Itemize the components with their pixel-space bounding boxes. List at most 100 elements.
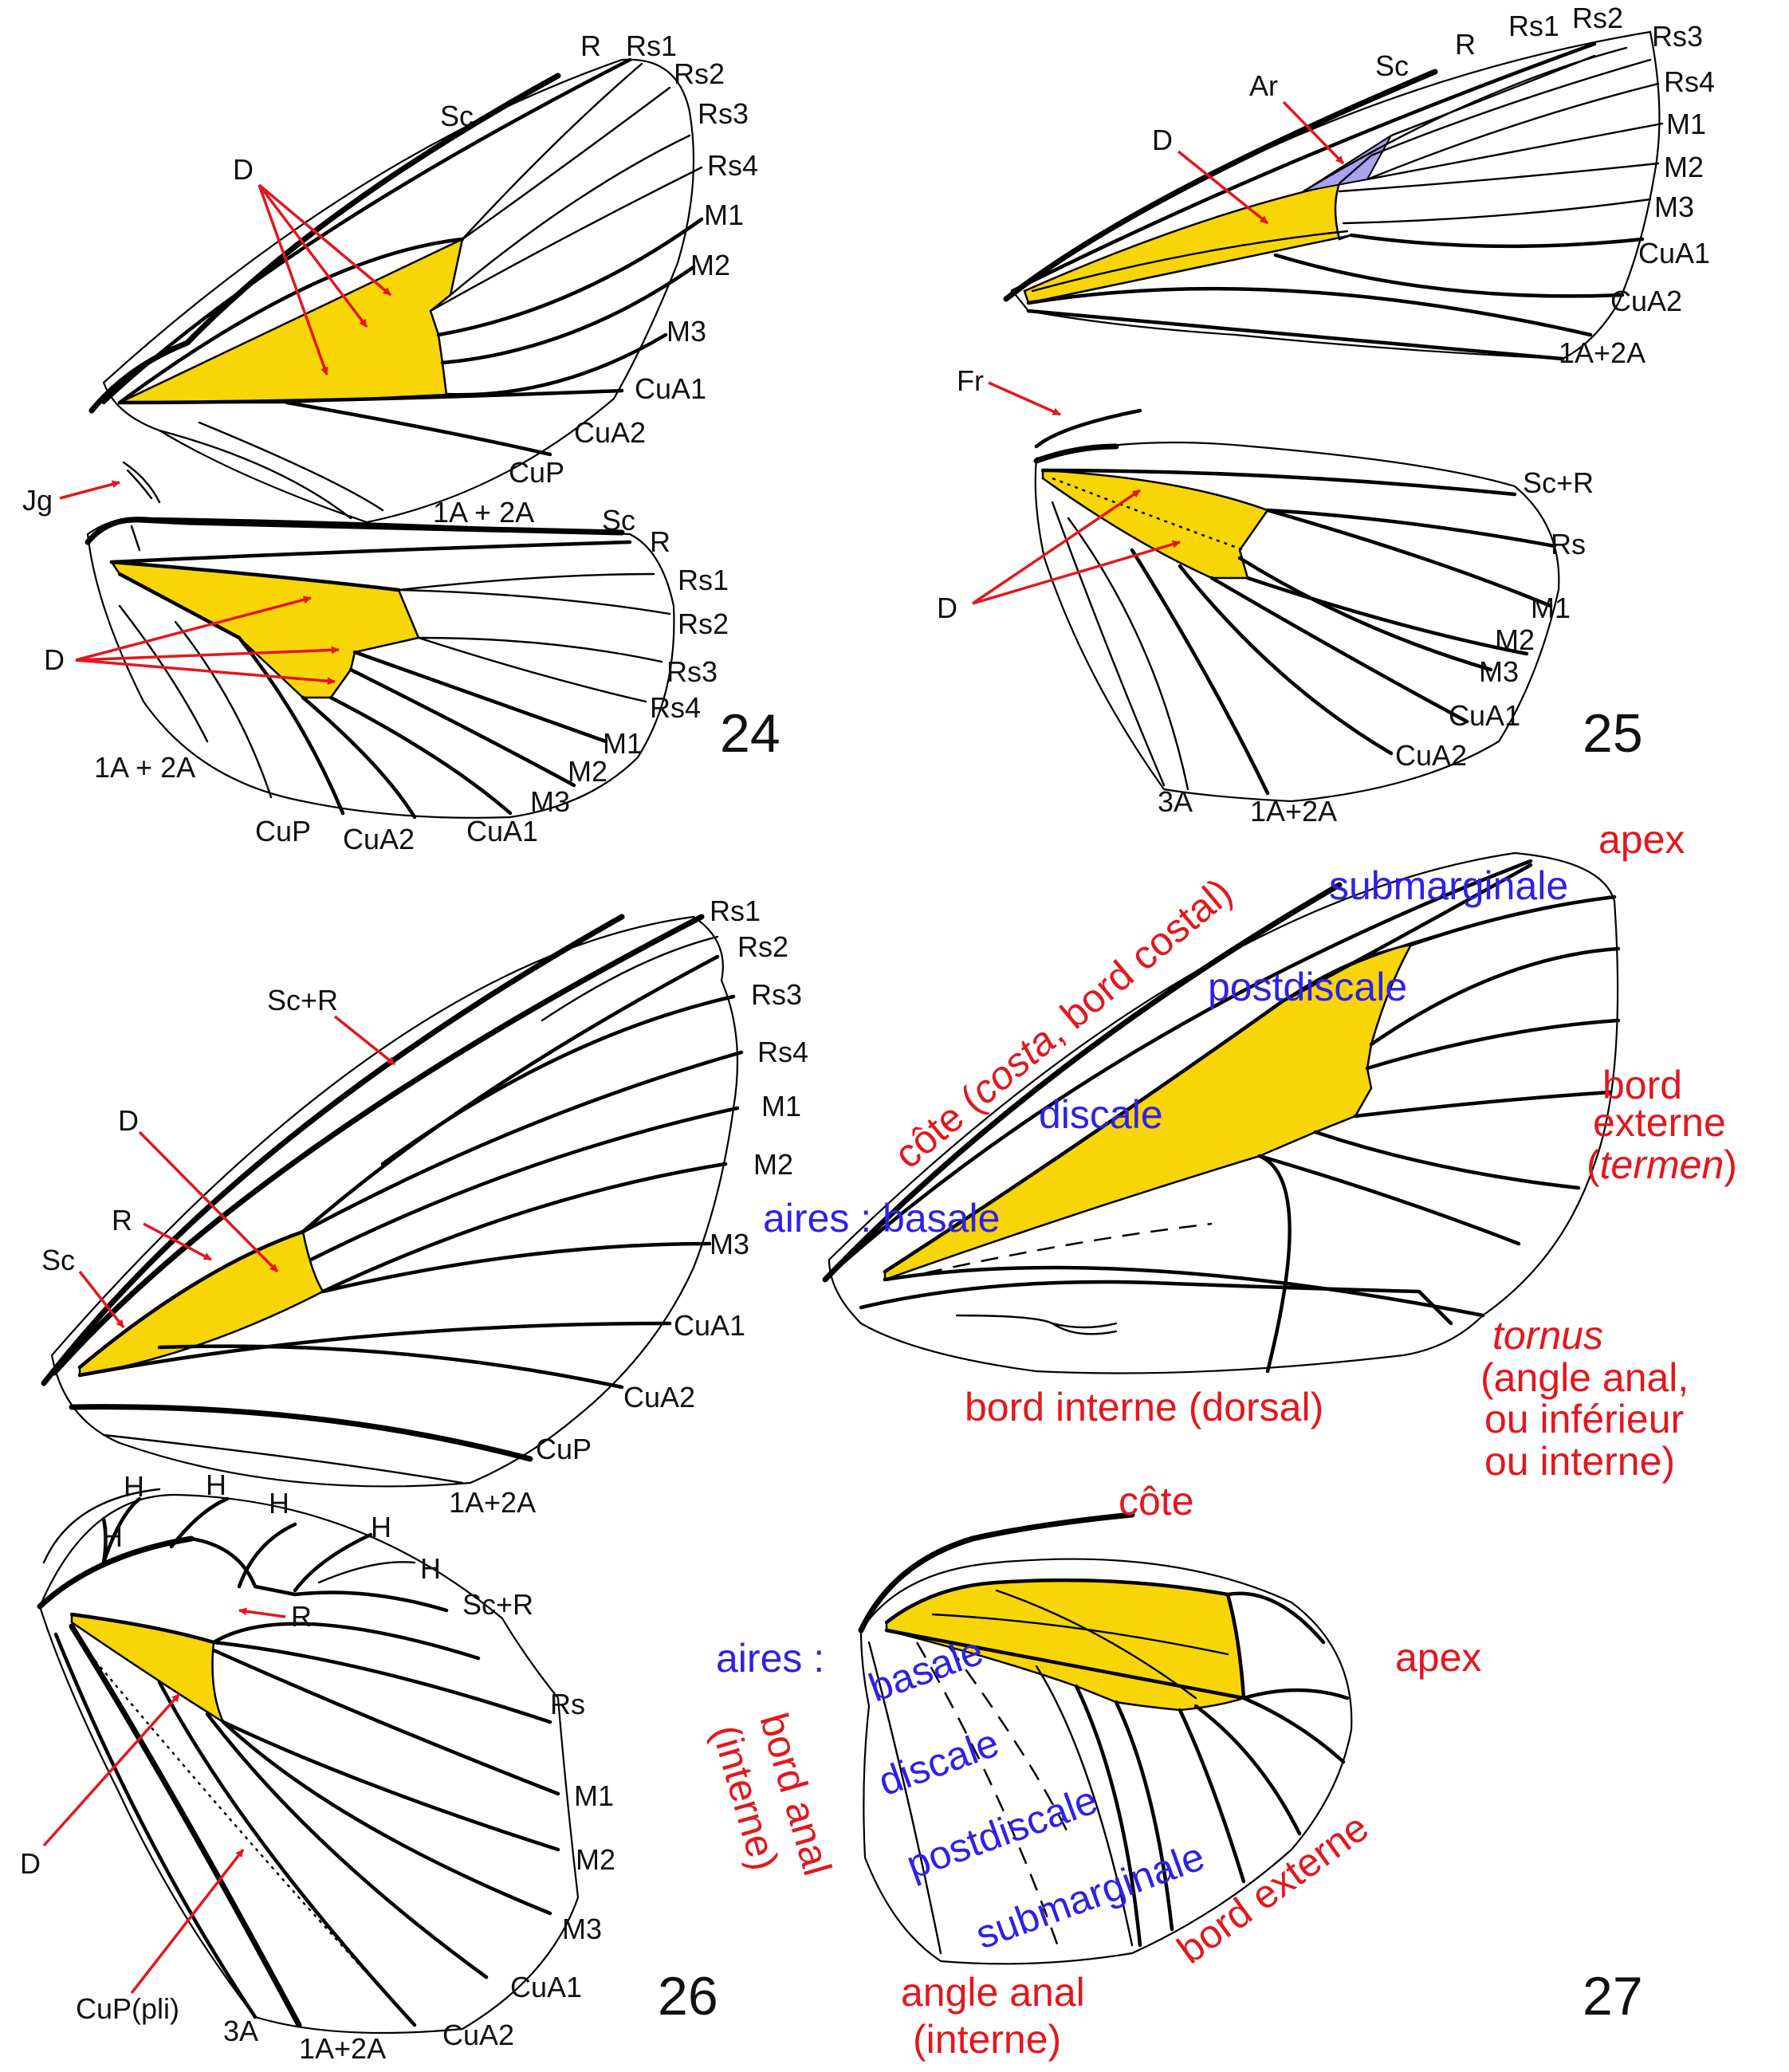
fig25-arrow-hd2	[972, 540, 1181, 605]
fig24-arrow-d3	[258, 184, 328, 375]
fig25-arrow-d	[1177, 150, 1269, 225]
fig24-h-label-m3: M3	[530, 785, 570, 818]
fig26-label-d: D	[118, 1104, 139, 1137]
fig24-hind-outline	[86, 517, 675, 819]
fig27-h-label-aires: aires :	[716, 1636, 824, 1681]
fig26-label-h1: H	[124, 1470, 144, 1503]
fig26-fore-outline	[50, 915, 739, 1488]
fig24-label-m3: M3	[666, 315, 706, 348]
fig25-h-label-1a2a: 1A+2A	[1250, 795, 1337, 828]
fig26-label-m1: M1	[761, 1090, 801, 1122]
fig26-label-h4: H	[102, 1520, 123, 1553]
fig27-label-angle-1: (angle anal,	[1480, 1355, 1689, 1400]
fig26-label-sc: Sc	[41, 1244, 75, 1276]
fig24-label-cua2: CuA2	[574, 416, 646, 449]
fig27-label-termen: (termen)	[1587, 1142, 1737, 1187]
fig26-h-label-r: R	[291, 1600, 312, 1633]
fig26-label-cup-fold: CuP(pli)	[76, 1992, 179, 2025]
fig27: apex côte (costa, bord costal) submargin…	[703, 817, 1737, 2062]
fig25-arrow-hd1	[972, 489, 1141, 605]
fig26-h-label-m1: M1	[574, 1779, 614, 1812]
fig26-h-label-d: D	[20, 1847, 41, 1880]
fig24-label-r: R	[580, 29, 601, 62]
fig24-arrow-hd1	[75, 596, 312, 662]
fig26-label-m3: M3	[710, 1228, 749, 1260]
fig27-forewing	[822, 851, 1621, 1374]
fig24-h-label-m1: M1	[603, 727, 643, 760]
fig26-hind-outline	[38, 1493, 580, 2035]
fig27-label-bord-interne: bord interne (dorsal)	[965, 1385, 1323, 1429]
fig24-jugum	[122, 461, 161, 504]
fig24-label-d-fore: D	[233, 153, 254, 186]
fig26-arrow-hr	[238, 1607, 286, 1618]
fig24: R Rs1 Rs2 Rs3 Rs4 Sc M1 M2 M3 CuA1 CuA2 …	[22, 29, 780, 855]
fig25-h-label-m2: M2	[1495, 623, 1535, 656]
fig24-label-sc: Sc	[440, 100, 474, 132]
fig24-h-label-sc: Sc	[602, 504, 635, 537]
fig24-arrow-hd2	[75, 646, 340, 662]
fig25-forewing	[1003, 30, 1664, 361]
fig26-arrow-d	[138, 1130, 279, 1273]
fig26-label-h3: H	[269, 1487, 289, 1520]
fig24-h-label-m2: M2	[568, 755, 607, 788]
fig27-label-apex: apex	[1598, 817, 1685, 862]
fig25-fore-outline	[1011, 30, 1661, 360]
fig26-label-m2: M2	[753, 1148, 793, 1181]
fig24-fore-discal-cell	[119, 237, 464, 404]
fig26-label-scr: Sc+R	[267, 984, 338, 1016]
fig27-label-angle-3: ou interne)	[1484, 1439, 1675, 1484]
fig25-label-cua1: CuA1	[1638, 237, 1710, 269]
fig26-arrow-hd	[42, 1693, 181, 1847]
fig24-h-label-r: R	[650, 525, 670, 558]
fig27-hind-outline	[859, 1558, 1353, 1965]
fig26-hindwing	[37, 1488, 580, 2035]
fig24-label-m1: M1	[704, 199, 744, 231]
fig26-h-label-rs: Rs	[550, 1688, 585, 1720]
fig25-h-label-3a: 3A	[1158, 785, 1193, 818]
fig27-h-label-angle-interne: (interne)	[913, 2017, 1061, 2062]
fig25-label-m1: M1	[1666, 108, 1706, 140]
fig24-forewing	[88, 57, 704, 524]
fig26-label-r: R	[112, 1204, 132, 1237]
fig27-label-discale: discale	[1039, 1092, 1163, 1137]
fig25-label-d-fore: D	[1152, 124, 1173, 156]
fig25-label-rs2: Rs2	[1572, 2, 1623, 34]
fig27-h-label-angle-anal: angle anal	[901, 1970, 1085, 2015]
fig25-h-label-cua2: CuA2	[1395, 739, 1467, 772]
fig26-h-label-scr: Sc+R	[462, 1588, 533, 1621]
fig27-h-label-apex: apex	[1395, 1635, 1481, 1680]
fig25-label-rs1: Rs1	[1508, 10, 1559, 42]
fig26-label-rs1: Rs1	[710, 894, 761, 927]
fig26: Rs1 Rs2 Rs3 Rs4 M1 M2 M3 CuA1 CuA2 CuP 1…	[20, 894, 808, 2065]
fig24-hindwing	[85, 517, 675, 820]
fig26-label-1a2a: 1A+2A	[449, 1486, 536, 1519]
fig25: Sc R Rs1 Rs2 Rs3 Rs4 M1 M2 M3 CuA1 CuA2 …	[937, 2, 1715, 828]
fig27-label-bord-1: bord	[1602, 1063, 1682, 1107]
fig24-label-1a2a: 1A + 2A	[433, 496, 534, 529]
fig26-h-label-m2: M2	[576, 1843, 615, 1876]
fig24-h-label-cua1: CuA1	[466, 815, 538, 847]
fig25-number: 25	[1583, 703, 1643, 764]
fig24-label-rs3: Rs3	[698, 97, 749, 130]
fig27-label-postdiscale: postdiscale	[1208, 965, 1407, 1009]
fig26-arrow-scr	[333, 1015, 396, 1066]
fig25-label-sc: Sc	[1375, 49, 1409, 82]
fig25-arrow-ar	[1282, 100, 1345, 165]
fig25-label-d-hind: D	[937, 592, 957, 624]
fig26-label-cua2: CuA2	[623, 1381, 695, 1413]
fig24-h-label-rs2: Rs2	[678, 607, 729, 640]
fig27-hindwing	[858, 1512, 1353, 1965]
fig26-label-rs3: Rs3	[751, 978, 802, 1011]
fig25-h-label-cua1: CuA1	[1449, 699, 1520, 732]
fig24-h-label-cua2: CuA2	[343, 823, 415, 855]
fig26-label-h6: H	[420, 1552, 441, 1585]
fig24-hind-discal-cell	[109, 560, 420, 699]
fig24-h-label-rs3: Rs3	[666, 655, 718, 688]
fig25-h-label-m3: M3	[1479, 655, 1519, 688]
fig25-fore-discal-cell	[1023, 182, 1352, 305]
fig26-label-rs2: Rs2	[737, 930, 788, 963]
fig26-h-label-3a: 3A	[223, 2015, 258, 2047]
fig24-arrow-d2	[258, 183, 368, 328]
fig24-h-label-1a2a: 1A + 2A	[94, 751, 195, 784]
